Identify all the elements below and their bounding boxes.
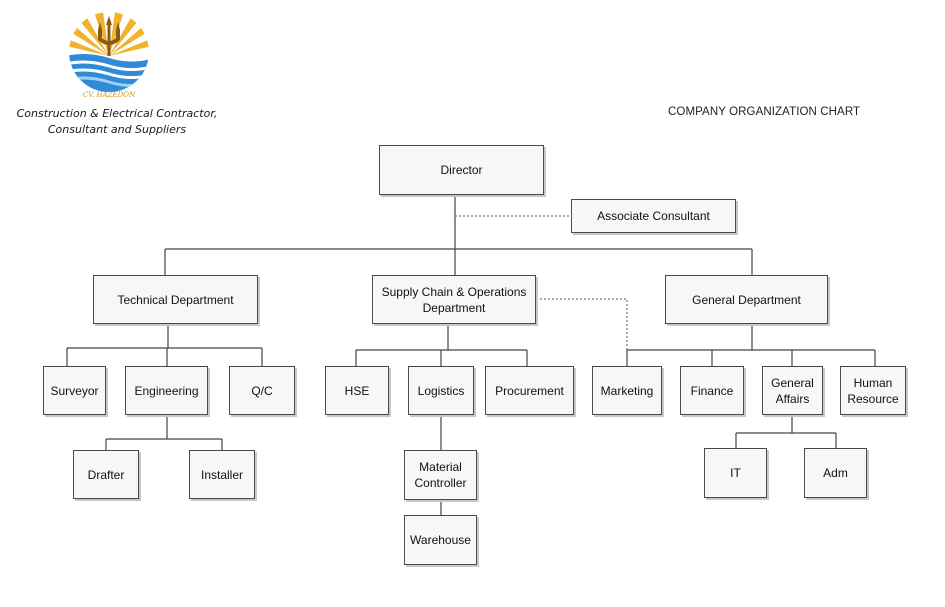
material-controller-label-line-1: Material: [419, 460, 462, 474]
engineering-label: Engineering: [134, 383, 199, 398]
supply-chain-label-line-2: Department: [422, 300, 486, 315]
human-resource-label-line-1: Human: [853, 375, 893, 390]
drafter-box: Drafter: [73, 450, 139, 499]
finance-box: Finance: [680, 366, 744, 415]
supply-chain-label-line-1: Supply Chain & Operations: [381, 284, 527, 299]
general-affairs-label-line-2: Affairs: [775, 391, 810, 406]
human-resource-label-line-2: Resource: [847, 391, 899, 406]
it-box: IT: [704, 448, 767, 498]
tagline-line-1: Construction & Electrical Contractor,: [16, 107, 218, 120]
warehouse-label: Warehouse: [410, 533, 471, 547]
associate-consultant-label: Associate Consultant: [597, 209, 710, 223]
chart-title: COMPANY ORGANIZATION CHART: [668, 106, 861, 118]
drafter-label: Drafter: [87, 467, 125, 482]
logistics-box: Logistics: [408, 366, 474, 415]
hse-label: HSE: [344, 383, 370, 398]
director-label: Director: [440, 163, 483, 177]
surveyor-label: Surveyor: [50, 383, 99, 398]
associate-consultant-box: Associate Consultant: [571, 199, 736, 233]
general-affairs-label-line-1: General: [771, 375, 814, 390]
surveyor-box: Surveyor: [43, 366, 106, 415]
marketing-label: Marketing: [600, 383, 654, 398]
general-department-box: General Department: [665, 275, 828, 324]
it-label: IT: [730, 466, 741, 480]
human-resource-box: Human Resource: [840, 366, 906, 415]
supply-chain-operations-box: Supply Chain & Operations Department: [372, 275, 536, 324]
company-logo: CV. HAZEDON: [69, 12, 149, 99]
qc-box: Q/C: [229, 366, 295, 415]
qc-label: Q/C: [251, 383, 273, 398]
installer-label: Installer: [200, 467, 244, 482]
tagline-line-2: Consultant and Suppliers: [47, 123, 187, 136]
adm-label: Adm: [823, 466, 848, 480]
material-controller-label-line-2: Controller: [414, 476, 467, 490]
technical-department-box: Technical Department: [93, 275, 258, 324]
procurement-box: Procurement: [485, 366, 574, 415]
general-department-label: General Department: [692, 292, 801, 307]
director-box: Director: [379, 145, 544, 195]
material-controller-box: Material Controller: [404, 450, 477, 500]
logo-text: CV. HAZEDON: [83, 91, 136, 99]
logistics-label: Logistics: [417, 383, 465, 398]
general-affairs-box: General Affairs: [762, 366, 823, 415]
installer-box: Installer: [189, 450, 255, 499]
procurement-label: Procurement: [495, 383, 564, 398]
marketing-box: Marketing: [592, 366, 662, 415]
finance-label: Finance: [690, 383, 734, 398]
company-tagline: Construction & Electrical Contractor, Co…: [10, 106, 224, 138]
warehouse-box: Warehouse: [404, 515, 477, 565]
technical-department-label: Technical Department: [117, 292, 234, 307]
engineering-box: Engineering: [125, 366, 208, 415]
adm-box: Adm: [804, 448, 867, 498]
hse-box: HSE: [325, 366, 389, 415]
